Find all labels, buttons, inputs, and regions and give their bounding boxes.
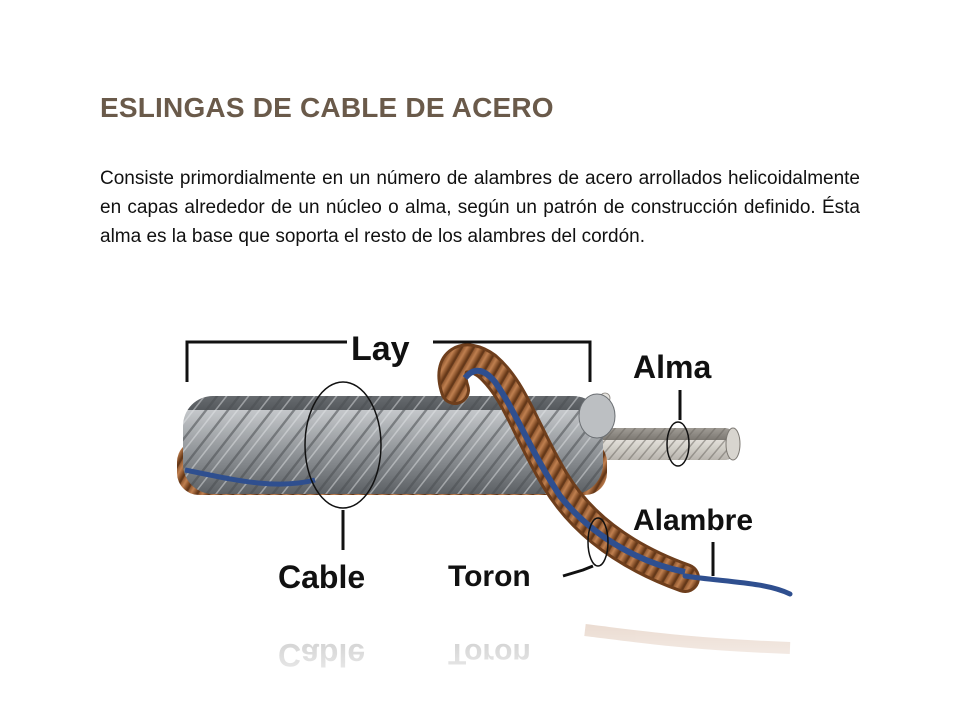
label-alma: Alma xyxy=(633,349,711,385)
label-lay: Lay xyxy=(351,330,410,368)
label-cable: Cable xyxy=(278,559,365,595)
callout-circles xyxy=(304,381,690,567)
wire-rope-illustration: Lay xyxy=(165,330,805,705)
slide-title: ESLINGAS DE CABLE DE ACERO xyxy=(100,92,554,123)
toron-strand xyxy=(437,343,793,597)
slide-paragraph: Consiste primordialmente en un número de… xyxy=(100,168,860,247)
lay-bracket xyxy=(185,340,592,382)
wire-rope-diagram: Lay xyxy=(165,320,805,705)
reflection-fade xyxy=(165,612,805,705)
label-toron: Toron xyxy=(448,560,531,593)
pointer-lines xyxy=(341,390,715,578)
label-alambre: Alambre xyxy=(633,504,753,537)
rope-body xyxy=(177,393,616,495)
